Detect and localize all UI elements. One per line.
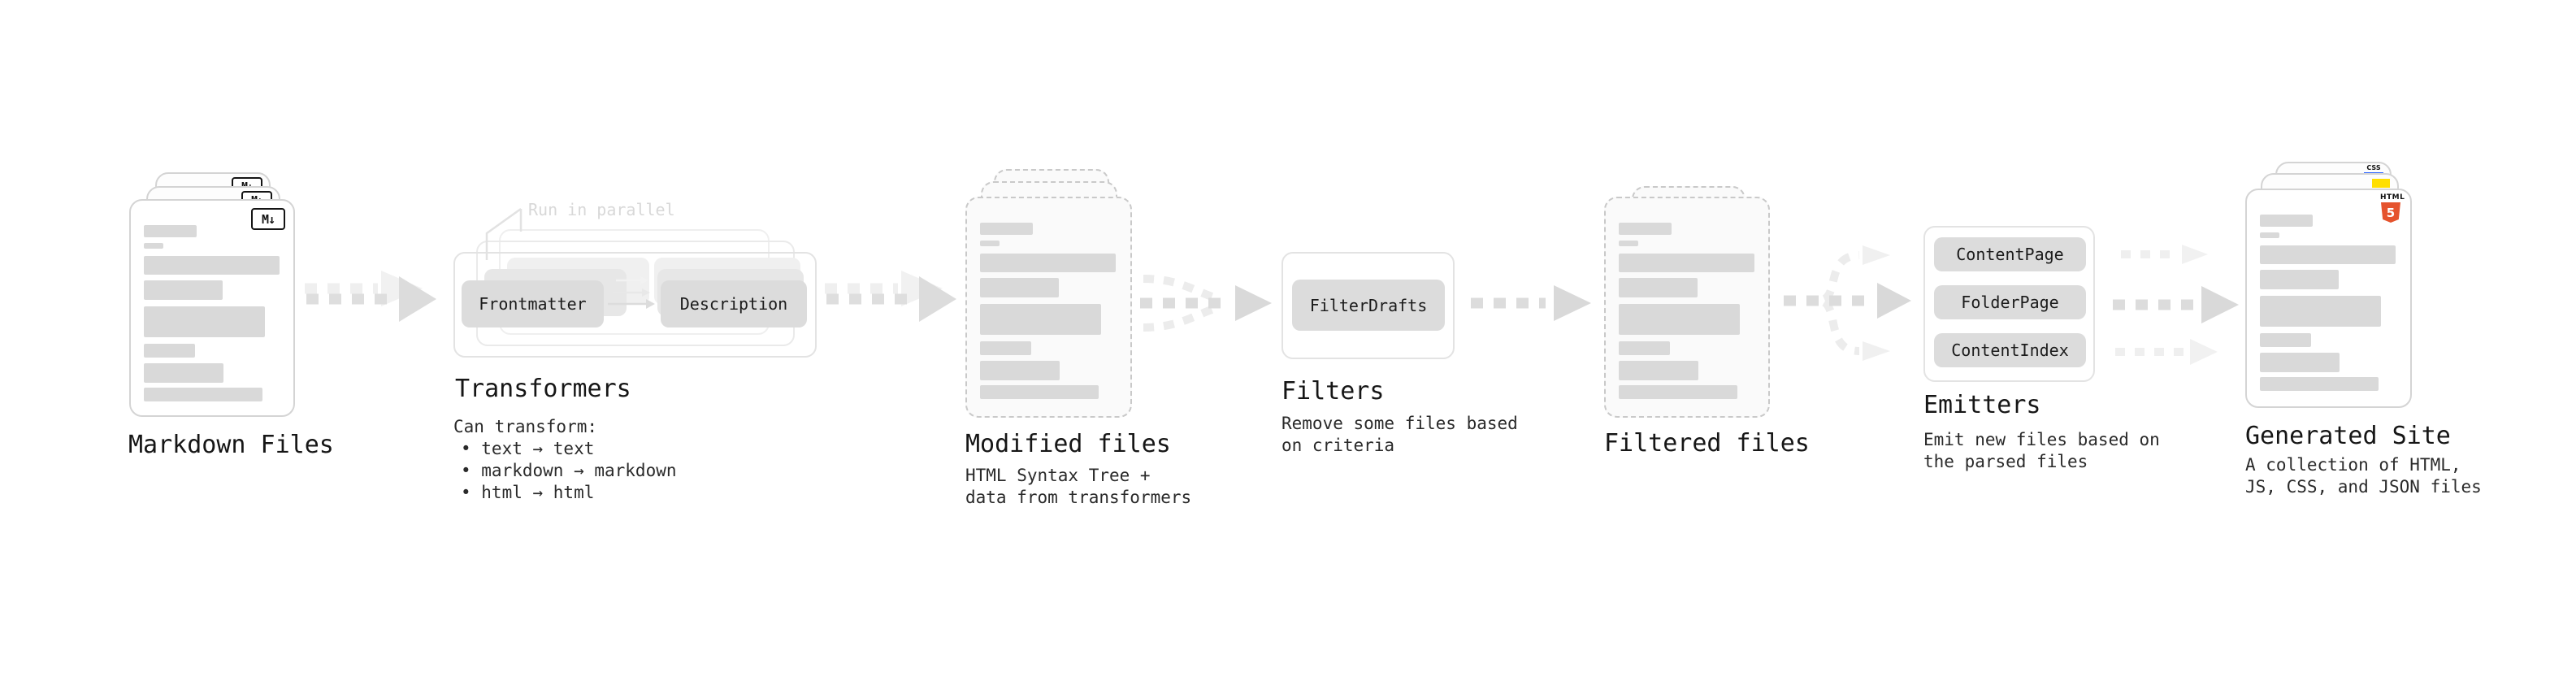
filter-drafts-box: FilterDrafts [1292, 280, 1445, 331]
arrow-markdown-to-transformers [305, 271, 436, 322]
transformers-bullet: • text → text [461, 439, 595, 458]
markdown-files-label: Markdown Files [128, 431, 334, 459]
markdown-doc-front: M↓ [129, 199, 295, 417]
markdown-icon: M↓ [251, 208, 285, 230]
description-box: Description [661, 280, 807, 327]
arrow-emitters-to-generated [2113, 245, 2239, 365]
frontmatter-to-description-arrows [608, 276, 655, 309]
content-index-box: ContentIndex [1934, 333, 2086, 367]
transformer-frame-front [453, 252, 817, 358]
html5-icon: HTML 5 [2380, 194, 2405, 223]
emitters-heading: Emitters [1923, 391, 2041, 419]
folder-page-box: FolderPage [1934, 285, 2086, 319]
modified-doc-front [965, 197, 1132, 418]
filters-desc: Remove some files based on criteria [1281, 414, 1518, 455]
filtered-doc-front [1604, 197, 1770, 418]
run-in-parallel-leader-line [485, 207, 523, 260]
arrow-transformers-to-modified [825, 271, 956, 322]
transformers-desc-title: Can transform: [453, 417, 598, 436]
modified-files-desc: HTML Syntax Tree + data from transformer… [965, 466, 1192, 507]
generated-doc-front: HTML 5 [2245, 189, 2412, 408]
frontmatter-box: Frontmatter [462, 280, 604, 327]
modified-files-heading: Modified files [965, 430, 1171, 458]
generated-site-desc: A collection of HTML, JS, CSS, and JSON … [2245, 455, 2482, 497]
filters-frame [1281, 252, 1455, 359]
filters-heading: Filters [1281, 377, 1385, 406]
run-in-parallel-label: Run in parallel [528, 200, 675, 219]
arrow-modified-to-filters [1140, 275, 1272, 332]
emitters-frame [1923, 226, 2095, 382]
transformers-bullet: • markdown → markdown [461, 461, 677, 480]
arrow-filtered-to-emitters [1784, 245, 1911, 361]
transformers-bullet: • html → html [461, 483, 595, 502]
arrow-filters-to-filtered [1471, 285, 1591, 321]
transformers-heading: Transformers [455, 375, 631, 403]
content-page-box: ContentPage [1934, 237, 2086, 271]
js-icon [2372, 179, 2390, 188]
filtered-files-heading: Filtered files [1604, 429, 1810, 458]
emitters-desc: Emit new files based on the parsed files [1923, 430, 2160, 471]
generated-site-heading: Generated Site [2245, 422, 2451, 450]
